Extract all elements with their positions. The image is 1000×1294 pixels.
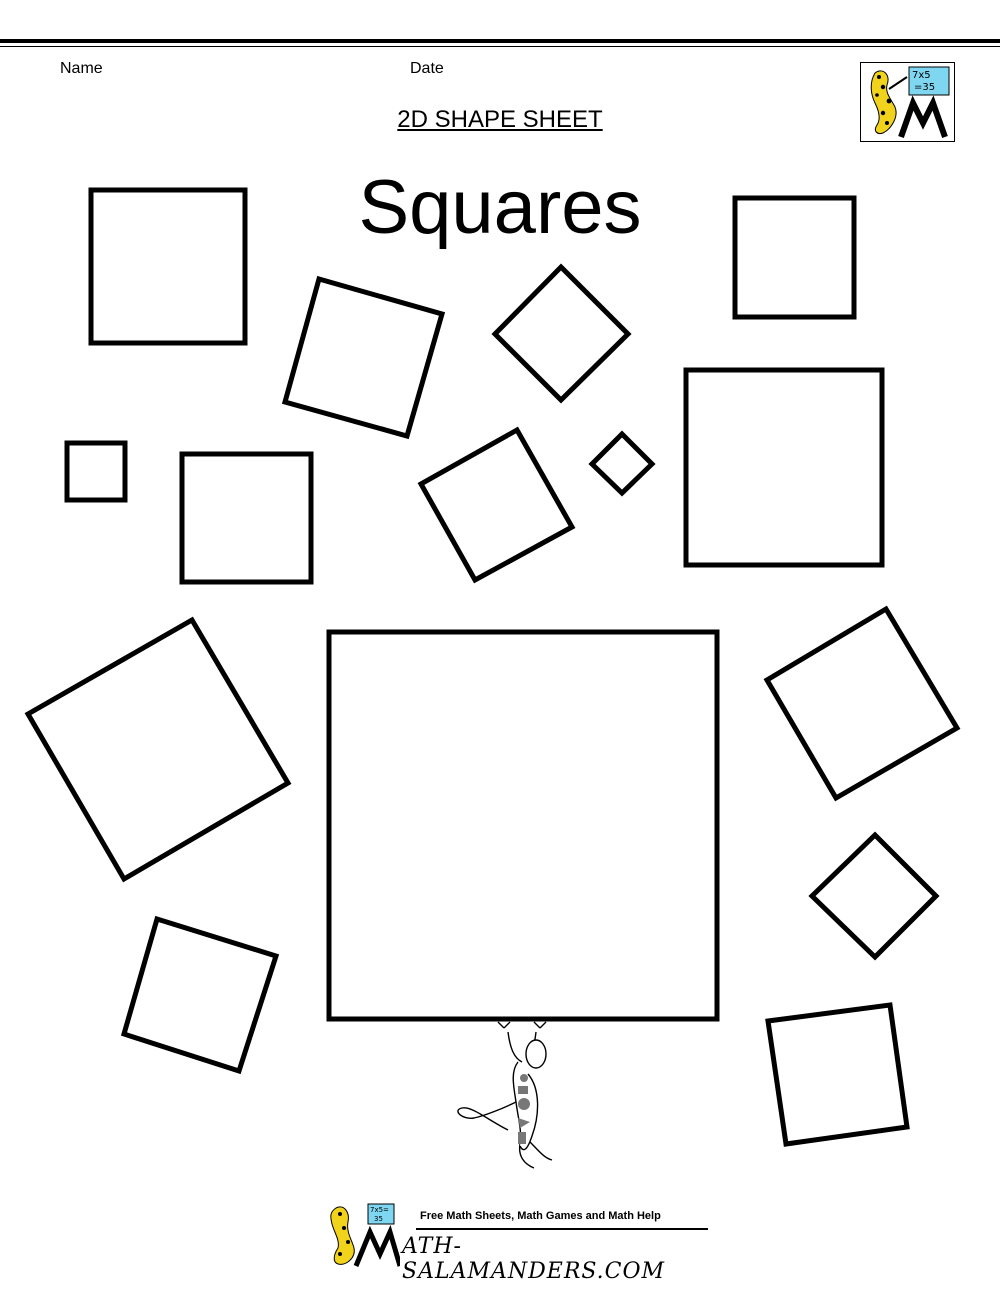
footer-site-name: ATH-SALAMANDERS.COM	[402, 1234, 666, 1284]
footer-board-text-2: 35	[374, 1215, 383, 1223]
top-rule	[0, 39, 1000, 43]
square-shape	[88, 187, 248, 346]
square-shape	[808, 831, 940, 961]
square-shape	[281, 275, 446, 440]
square-shape	[179, 451, 314, 585]
square-shape	[732, 195, 857, 320]
footer-board-text-1: 7x5=	[370, 1206, 389, 1214]
square-shape	[765, 1002, 910, 1147]
top-rule-thin	[0, 46, 1000, 47]
name-label: Name	[60, 60, 103, 77]
salamander-mascot-icon	[444, 1018, 564, 1193]
square-shape	[588, 430, 656, 497]
footer-branding: 7x5= 35 Free Math Sheets, Math Games and…	[320, 1200, 710, 1284]
page-title: Squares	[358, 165, 642, 250]
square-shape	[491, 263, 632, 404]
square-shape	[120, 915, 280, 1075]
logo-board-text-2: =35	[914, 82, 935, 93]
sheet-heading: 2D SHAPE SHEET	[397, 106, 603, 133]
footer-salamander-logo-icon: 7x5= 35	[330, 1203, 400, 1267]
square-shape	[683, 367, 885, 568]
square-shape	[417, 426, 576, 584]
square-shape	[24, 616, 292, 883]
square-shape	[64, 440, 128, 503]
square-shape	[763, 605, 961, 802]
footer-divider	[416, 1228, 708, 1230]
salamander-logo-icon: 7x5 =35	[860, 62, 955, 142]
footer-tagline: Free Math Sheets, Math Games and Math He…	[420, 1210, 661, 1222]
square-shape	[326, 629, 720, 1022]
date-label: Date	[410, 60, 444, 77]
logo-board-text-1: 7x5	[912, 70, 931, 81]
